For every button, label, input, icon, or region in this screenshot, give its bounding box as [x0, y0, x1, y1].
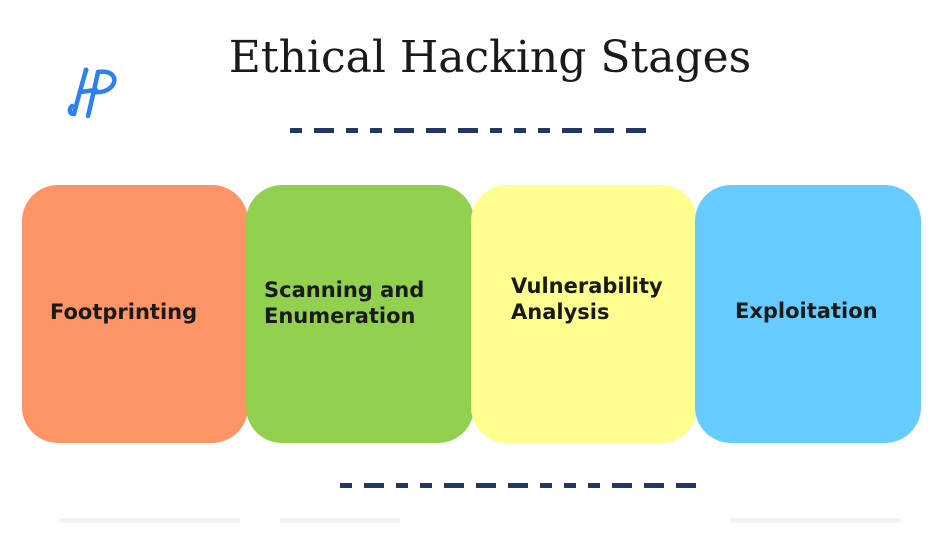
page-title: Ethical Hacking Stages	[228, 32, 752, 83]
stage-exploitation: Exploitation	[695, 185, 921, 443]
faint-artifact	[730, 518, 900, 523]
stage-label-scanning-enumeration: Scanning and Enumeration	[264, 278, 425, 328]
hp-monogram-icon	[67, 67, 117, 119]
bottom-dash-divider	[340, 483, 696, 488]
faint-artifact	[280, 518, 400, 523]
stage-label-exploitation: Exploitation	[735, 299, 878, 324]
stage-scanning-enumeration: Scanning and Enumeration	[246, 185, 474, 443]
stage-label-vulnerability-analysis: Vulnerability Analysis	[511, 274, 663, 324]
top-dash-divider	[290, 128, 646, 133]
stage-footprinting: Footprinting	[22, 185, 248, 443]
faint-artifact	[60, 518, 240, 523]
stage-label-footprinting: Footprinting	[50, 300, 198, 325]
stage-vulnerability-analysis: Vulnerability Analysis	[471, 185, 697, 443]
